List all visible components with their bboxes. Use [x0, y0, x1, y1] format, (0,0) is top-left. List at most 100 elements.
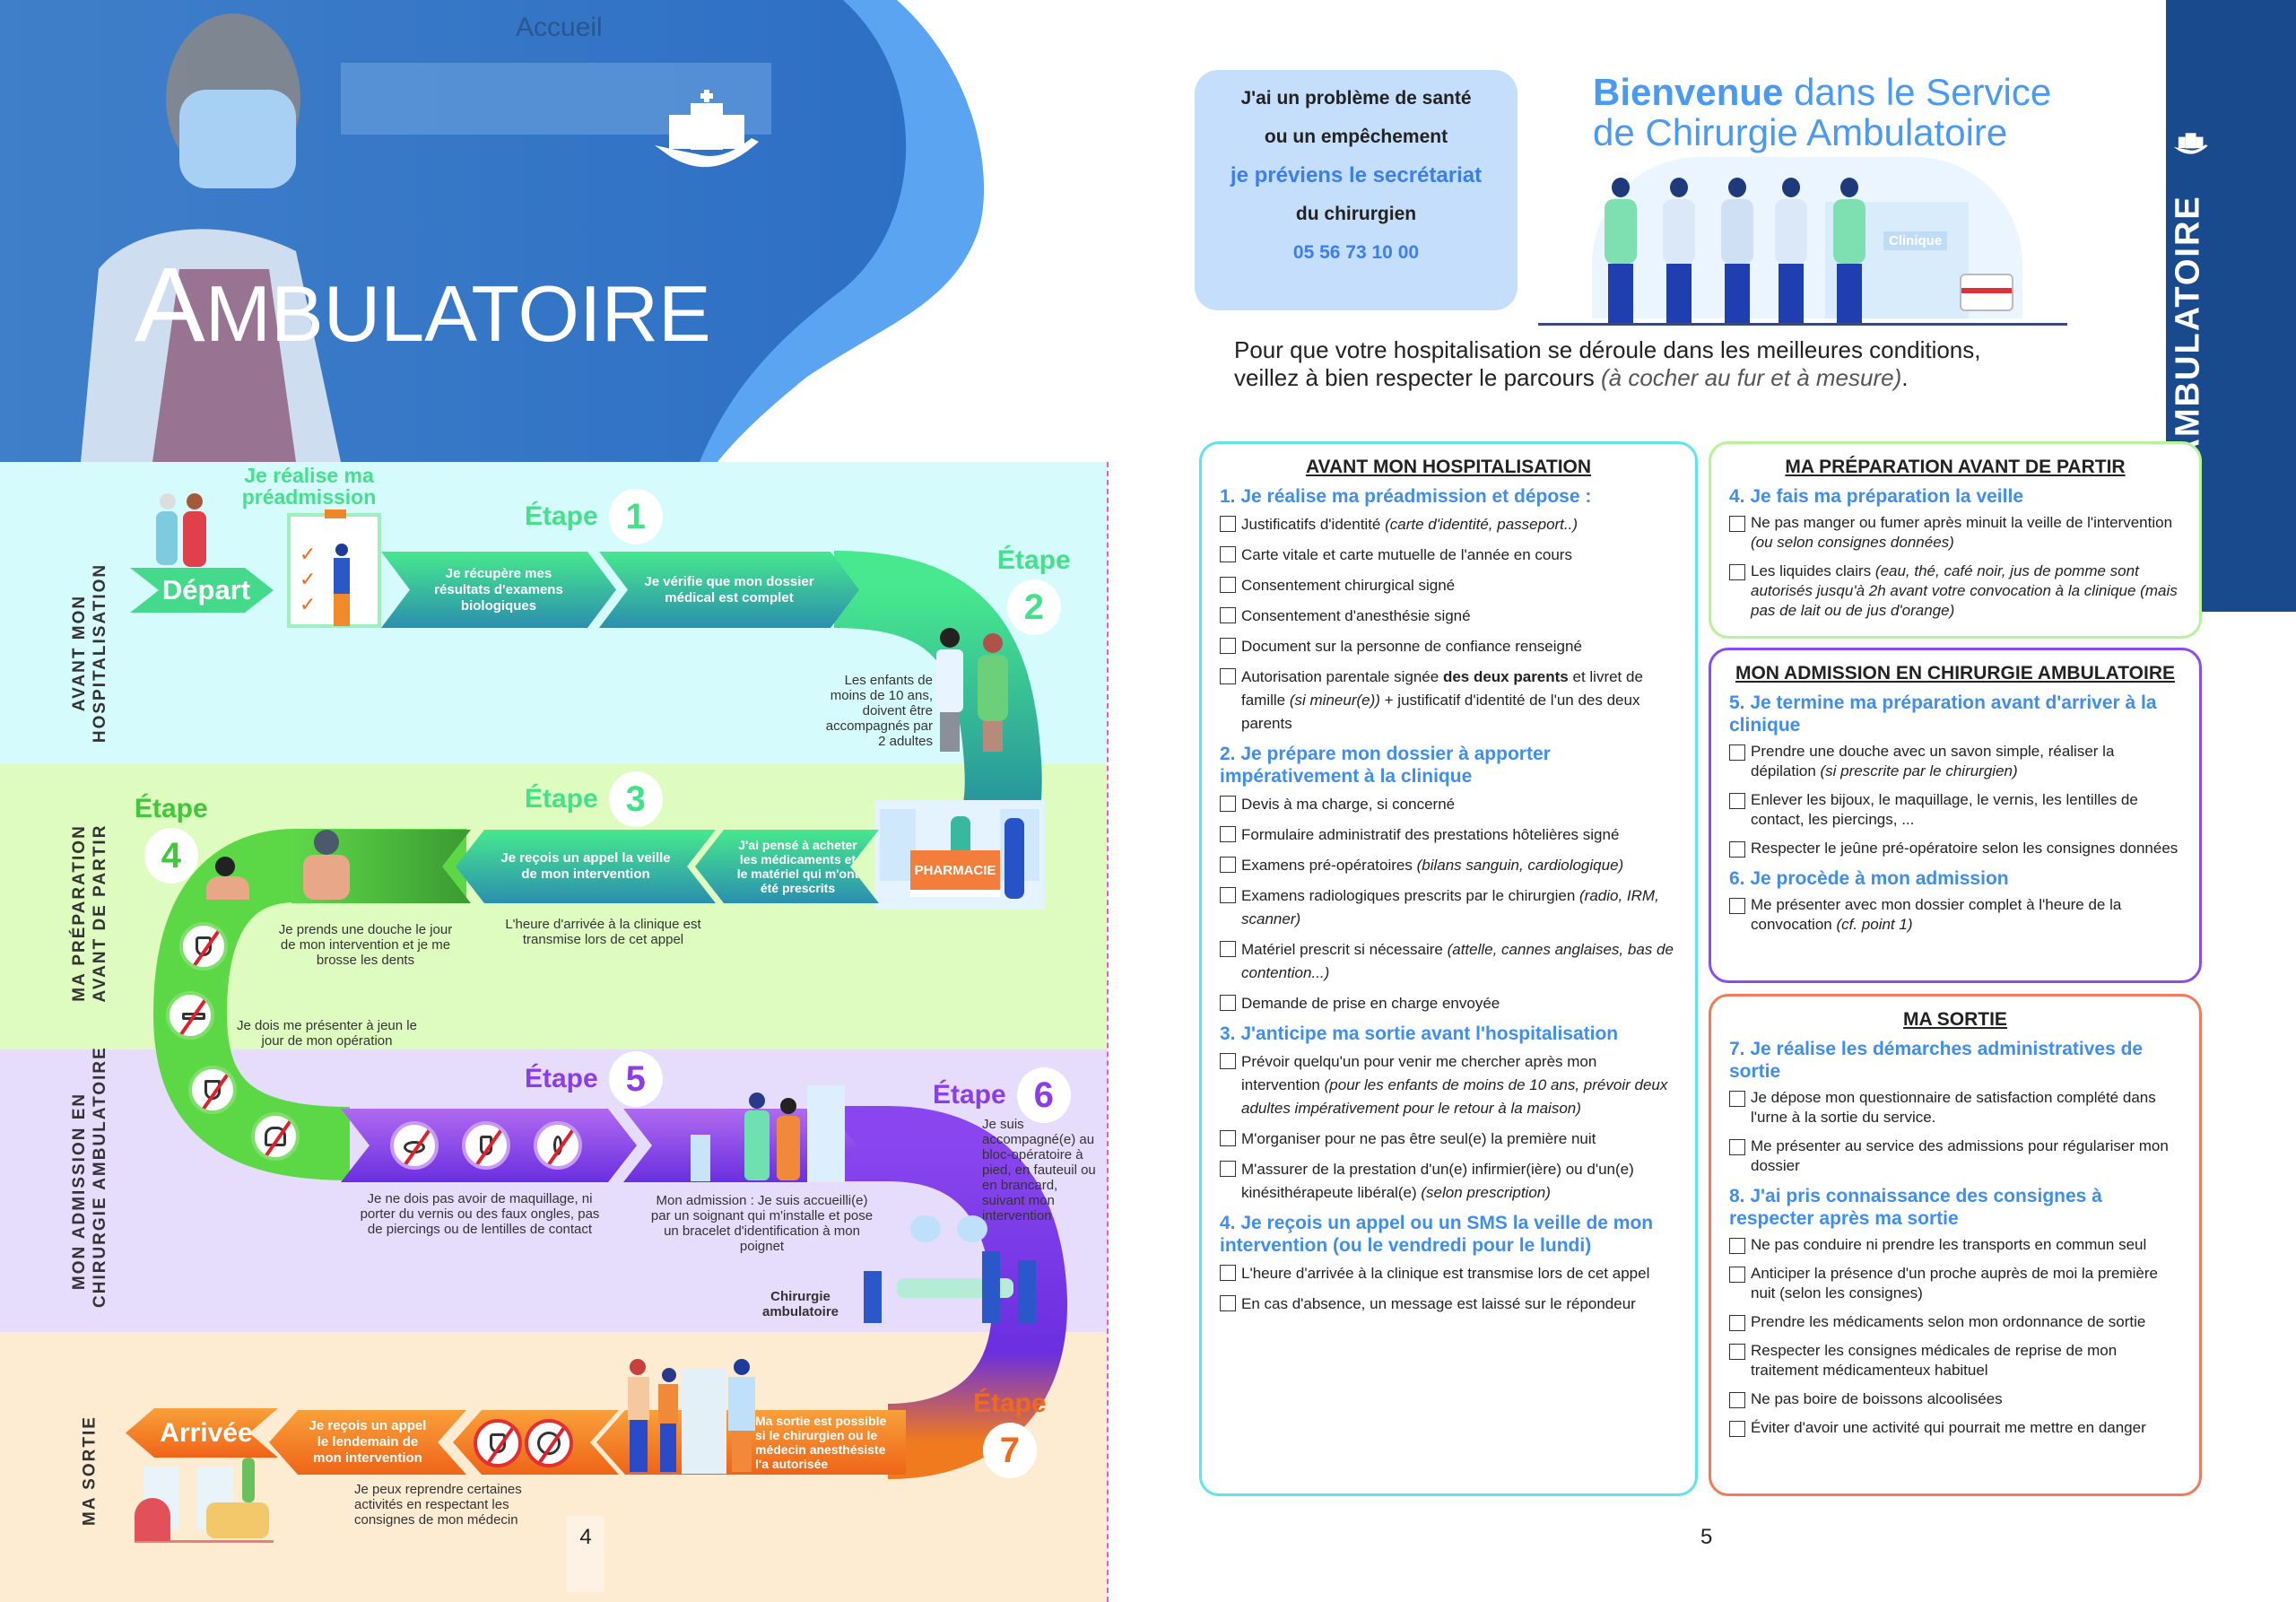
contact-line-1: J'ai un problème de santé [1240, 88, 1472, 109]
checklist-item[interactable]: Respecter les consignes médicales de rep… [1729, 1341, 2181, 1380]
checkbox[interactable] [1220, 826, 1236, 842]
box-title: MON ADMISSION EN CHIRURGIE AMBULATOIRE [1735, 663, 2175, 683]
no-driving-icon [525, 1419, 573, 1467]
checkbox[interactable] [1220, 1130, 1236, 1146]
caption-call-time: L'heure d'arrivée à la clinique est tran… [505, 917, 701, 947]
checkbox[interactable] [1220, 638, 1236, 654]
checkbox[interactable] [1729, 1139, 1745, 1155]
checklist-item[interactable]: Je dépose mon questionnaire de satisfact… [1729, 1088, 2181, 1127]
checklist-item[interactable]: Enlever les bijoux, le maquillage, le ve… [1729, 790, 2181, 830]
checklist-item[interactable]: Me présenter au service des admissions p… [1729, 1136, 2181, 1176]
checkbox[interactable] [1729, 1344, 1745, 1360]
text-segment: (attelle, cannes anglaises, bas de conte… [1241, 941, 1674, 981]
staff-member-figure [1830, 178, 1869, 323]
text-segment: (pour les enfants de moins de 10 ans, pr… [1241, 1076, 1668, 1117]
etape-label: Étape [525, 501, 598, 531]
checklist-item-text: Me présenter avec mon dossier complet à … [1751, 895, 2181, 935]
checklist-item[interactable]: Consentement chirurgical signé [1220, 574, 1677, 597]
checklist-item-text: Carte vitale et carte mutuelle de l'anné… [1241, 544, 1572, 567]
checklist-item[interactable]: Matériel prescrit si nécessaire (attelle… [1220, 938, 1677, 985]
checkbox[interactable] [1220, 796, 1236, 812]
checklist-item[interactable]: Respecter le jeûne pré-opératoire selon … [1729, 839, 2181, 858]
caption-activities: Je peux reprendre certaines activités en… [354, 1482, 522, 1528]
checkbox[interactable] [1729, 1315, 1745, 1331]
operating-room-illustration [857, 1215, 1049, 1325]
checklist-item[interactable]: Consentement d'anesthésie signé [1220, 605, 1677, 628]
checklist-item[interactable]: Demande de prise en charge envoyée [1220, 992, 1677, 1015]
checkbox[interactable] [1220, 546, 1236, 562]
checkbox[interactable] [1220, 1053, 1236, 1069]
checklist-item[interactable]: Me présenter avec mon dossier complet à … [1729, 895, 2181, 935]
checkbox[interactable] [1729, 1392, 1745, 1408]
text-segment: (selon prescription) [1421, 1184, 1551, 1201]
checkbox[interactable] [1729, 564, 1745, 580]
checklist-item-text: Respecter le jeûne pré-opératoire selon … [1751, 839, 2178, 858]
checklist-item[interactable]: Ne pas boire de boissons alcoolisées [1729, 1389, 2181, 1409]
text-segment: Carte vitale et carte mutuelle de l'anné… [1241, 546, 1572, 563]
checklist-item[interactable]: Devis à ma charge, si concerné [1220, 793, 1677, 816]
checkbox[interactable] [1729, 793, 1745, 809]
checklist-item[interactable]: En cas d'absence, un message est laissé … [1220, 1293, 1677, 1316]
checklist-item[interactable]: Justificatifs d'identité (carte d'identi… [1220, 513, 1677, 536]
checkbox[interactable] [1220, 1265, 1236, 1281]
checklist-item[interactable]: Les liquides clairs (eau, thé, café noir… [1729, 562, 2181, 621]
checklist-item[interactable]: Examens radiologiques prescrits par le c… [1220, 884, 1677, 931]
checklist-item[interactable]: Formulaire administratif des prestations… [1220, 823, 1677, 847]
checklist-item-text: Ne pas boire de boissons alcoolisées [1751, 1389, 2003, 1409]
caption-fasting: Je dois me présenter à jeun le jour de m… [237, 1018, 417, 1049]
checkbox[interactable] [1729, 1091, 1745, 1107]
step-arrow-medication: J'ai pensé à acheter les médicaments et … [695, 830, 879, 903]
checkbox[interactable] [1220, 668, 1236, 684]
text-segment: Éviter d'avoir une activité qui pourrait… [1751, 1419, 2146, 1436]
text-segment: et livret de famille [1241, 668, 1643, 709]
checkbox[interactable] [1220, 941, 1236, 957]
checkbox[interactable] [1220, 1295, 1236, 1311]
etape-label: Étape [525, 1064, 598, 1093]
text-segment: Ne pas boire de boissons alcoolisées [1751, 1390, 2003, 1407]
checklist-item[interactable]: Ne pas manger ou fumer après minuit la v… [1729, 513, 2181, 553]
checkbox[interactable] [1220, 1161, 1236, 1177]
checkbox[interactable] [1729, 1267, 1745, 1283]
checklist-item[interactable]: M'assurer de la prestation d'un(e) infir… [1220, 1158, 1677, 1205]
checkbox[interactable] [1729, 1421, 1745, 1437]
checklist-item-text: Ne pas manger ou fumer après minuit la v… [1751, 513, 2181, 553]
hero-title-rest: MBULATOIRE [204, 269, 711, 358]
checklist-item[interactable]: Prévoir quelqu'un pour venir me chercher… [1220, 1050, 1677, 1120]
checklist-item[interactable]: Ne pas conduire ni prendre les transport… [1729, 1235, 2181, 1255]
checkbox[interactable] [1220, 607, 1236, 623]
checklist-item[interactable]: L'heure d'arrivée à la clinique est tran… [1220, 1262, 1677, 1285]
checklist-item[interactable]: Prendre une douche avec un savon simple,… [1729, 742, 2181, 781]
step-arrow-lab-results: Je récupère mes résultats d'examens biol… [381, 552, 616, 628]
checklist-item-text: Examens radiologiques prescrits par le c… [1241, 884, 1677, 931]
checkbox[interactable] [1729, 744, 1745, 761]
checklist-item[interactable]: Carte vitale et carte mutuelle de l'anné… [1220, 544, 1677, 567]
checklist-item[interactable]: Examens pré-opératoires (bilans sanguin,… [1220, 854, 1677, 877]
checkbox[interactable] [1729, 1238, 1745, 1254]
photo-sign-accueil: Accueil [516, 13, 603, 42]
checkbox[interactable] [1220, 995, 1236, 1011]
etape-number: 1 [608, 489, 663, 544]
checklist-item[interactable]: Autorisation parentale signée des deux p… [1220, 666, 1677, 736]
caption-admission: Mon admission : Je suis accueilli(e) par… [650, 1193, 874, 1254]
checkbox[interactable] [1220, 857, 1236, 873]
checkbox[interactable] [1729, 516, 1745, 532]
checklist-item[interactable]: Éviter d'avoir une activité qui pourrait… [1729, 1418, 2181, 1438]
text-segment: + justificatif d'identité de l'un des de… [1241, 692, 1640, 732]
patients-illustration [152, 493, 215, 570]
checklist-item[interactable]: Prendre les médicaments selon mon ordonn… [1729, 1312, 2181, 1332]
checkbox[interactable] [1220, 577, 1236, 593]
checkbox[interactable] [1220, 516, 1236, 532]
text-segment: Examens pré-opératoires [1241, 857, 1417, 874]
checklist-item-text: Examens pré-opératoires (bilans sanguin,… [1241, 854, 1623, 877]
checkbox[interactable] [1729, 841, 1745, 858]
text-segment: Prendre une douche avec un savon simple,… [1751, 743, 2115, 779]
section-heading: 3. J'anticipe ma sortie avant l'hospital… [1220, 1023, 1619, 1044]
checkbox[interactable] [1729, 898, 1745, 914]
checkbox[interactable] [1220, 887, 1236, 903]
checklist-item[interactable]: Document sur la personne de confiance re… [1220, 635, 1677, 658]
checklist-item-text: M'organiser pour ne pas être seul(e) la … [1241, 1127, 1596, 1151]
checklist-item[interactable]: Anticiper la présence d'un proche auprès… [1729, 1264, 2181, 1303]
checklist-item-text: En cas d'absence, un message est laissé … [1241, 1293, 1636, 1316]
checklist-item[interactable]: M'organiser pour ne pas être seul(e) la … [1220, 1127, 1677, 1151]
